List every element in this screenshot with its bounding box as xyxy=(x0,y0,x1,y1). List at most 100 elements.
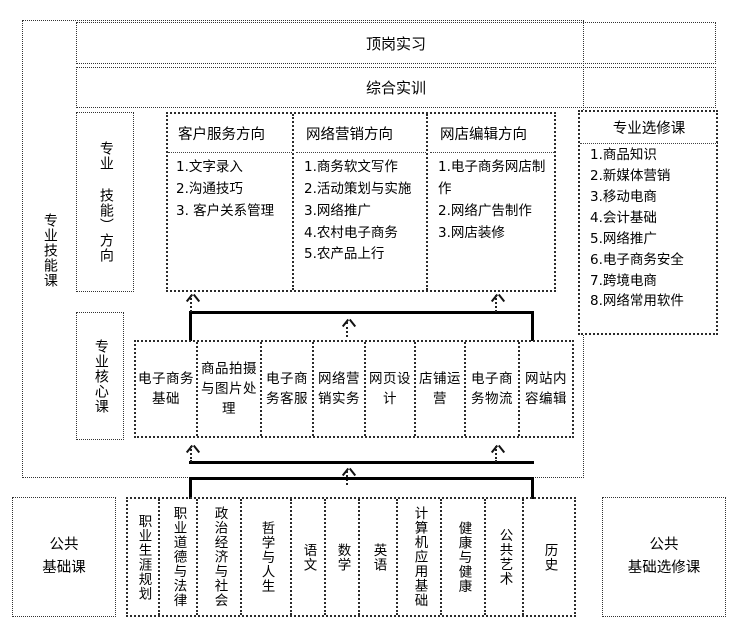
public-base-group-label: 公共 基础课 xyxy=(42,534,86,580)
direction-item: 2.网络广告制作 xyxy=(438,202,532,219)
connector-bracket-right xyxy=(531,477,534,501)
public-course-label: 计算机应用基础 xyxy=(411,506,428,608)
connector-bracket-left xyxy=(189,477,192,501)
core-course-box[interactable]: 电子商务基础 xyxy=(136,342,198,436)
core-course-label: 电子商务基础 xyxy=(138,370,194,407)
public-course-label: 哲学与人生 xyxy=(258,520,275,594)
public-course-label: 公共艺术 xyxy=(496,528,513,586)
public-courses-container xyxy=(126,497,576,617)
public-course-box[interactable]: 哲学与人生 xyxy=(242,499,292,615)
core-courses-container xyxy=(134,340,574,438)
public-elective-label-line1: 公共 xyxy=(649,536,679,553)
connector-stem xyxy=(190,446,192,462)
core-course-group-label-text: 专业核心课 xyxy=(92,338,109,414)
direction-item: 3.网店装修 xyxy=(438,224,505,241)
practice-box-top-internship[interactable]: 顶岗实习 xyxy=(76,22,716,64)
connector-bar-public-to-core xyxy=(189,461,534,464)
public-course-box[interactable]: 职业道德与法律 xyxy=(160,499,198,615)
public-course-box[interactable]: 计算机应用基础 xyxy=(398,499,442,615)
public-base-group-label-line2: 基础课 xyxy=(42,560,86,576)
core-course-box[interactable]: 电子商务客服 xyxy=(262,342,314,436)
connector-stem xyxy=(346,322,348,337)
direction-group-label-text: 专业 技能）方向 xyxy=(97,141,114,263)
public-elective-label: 公共 基础选修课 xyxy=(628,534,701,580)
direction-item: 1.商务软文写作 xyxy=(304,159,398,175)
elective-item: 7.跨境电商 xyxy=(590,272,657,289)
core-course-box[interactable]: 网络营销实务 xyxy=(314,342,366,436)
connector-stem xyxy=(495,295,497,312)
elective-item: 3.移动电商 xyxy=(590,188,657,205)
connector-bracket-bottom xyxy=(189,477,534,480)
directions-container xyxy=(166,112,556,292)
elective-items: 1.商品知识 2.新媒体营销 3.移动电商 4.会计基础 5.网络推广 6.电子… xyxy=(590,145,718,312)
connector-stem-left xyxy=(189,313,192,341)
public-course-box[interactable]: 历史 xyxy=(524,499,574,615)
direction-box-online-shop-editing[interactable]: 网店编辑方向 1.电子商务网店制作 2.网络广告制作 3.网店装修 xyxy=(430,114,554,290)
direction-item: 3.网络推广 xyxy=(304,202,371,219)
public-course-box[interactable]: 公共艺术 xyxy=(486,499,524,615)
core-course-box[interactable]: 网页设计 xyxy=(366,342,416,436)
public-course-box[interactable]: 数学 xyxy=(326,499,360,615)
direction-item: 2.沟通技巧 xyxy=(176,180,243,197)
public-course-label: 历史 xyxy=(541,542,558,572)
public-course-label: 数学 xyxy=(334,542,351,572)
public-course-box[interactable]: 职业生涯规划 xyxy=(128,499,160,615)
public-base-group-label-box: 公共 基础课 xyxy=(12,497,116,617)
core-course-box[interactable]: 网站内容编辑 xyxy=(520,342,572,436)
core-course-group-label-box: 专业核心课 xyxy=(76,312,124,440)
public-course-label: 职业生涯规划 xyxy=(135,513,152,601)
direction-items-customer-service: 1.文字录入 2.沟通技巧 3. 客户关系管理 xyxy=(168,153,292,223)
public-course-label: 健康与健康 xyxy=(455,520,472,594)
core-course-label: 电子商务物流 xyxy=(471,370,513,407)
public-course-label: 语文 xyxy=(300,542,317,572)
elective-item: 1.商品知识 xyxy=(590,147,657,163)
direction-box-customer-service[interactable]: 客户服务方向 1.文字录入 2.沟通技巧 3. 客户关系管理 xyxy=(168,114,294,290)
elective-header: 专业选修课 xyxy=(580,112,718,144)
elective-item: 6.电子商务安全 xyxy=(590,251,684,268)
public-elective-label-line2: 基础选修课 xyxy=(627,560,701,576)
public-base-group-label-line1: 公共 xyxy=(49,536,79,553)
core-course-label: 网络营销实务 xyxy=(318,370,360,407)
public-elective-box[interactable]: 公共 基础选修课 xyxy=(602,497,726,617)
direction-item: 3. 客户关系管理 xyxy=(176,202,275,219)
core-course-box[interactable]: 商品拍摄与图片处理 xyxy=(198,342,262,436)
connector-bar-core-to-directions xyxy=(189,311,534,314)
direction-item: 1.文字录入 xyxy=(176,159,243,175)
public-course-box[interactable]: 政治经济与社会 xyxy=(198,499,242,615)
public-course-box[interactable]: 英语 xyxy=(360,499,398,615)
public-course-box[interactable]: 语文 xyxy=(292,499,326,615)
core-course-label: 电子商务客服 xyxy=(266,370,308,407)
elective-item: 4.会计基础 xyxy=(590,209,657,226)
direction-item: 2.活动策划与实施 xyxy=(304,180,412,197)
direction-group-label-box: 专业 技能）方向 xyxy=(76,112,134,292)
public-course-label: 英语 xyxy=(370,542,387,572)
elective-item: 8.网络常用软件 xyxy=(590,293,684,310)
direction-header-online-shop-editing: 网店编辑方向 xyxy=(430,114,554,153)
public-course-label: 职业道德与法律 xyxy=(170,506,187,608)
practice-label-internship: 顶岗实习 xyxy=(365,34,426,53)
public-course-box[interactable]: 健康与健康 xyxy=(442,499,486,615)
practice-box-comprehensive-training[interactable]: 综合实训 xyxy=(76,67,716,108)
public-course-label: 政治经济与社会 xyxy=(211,506,228,608)
direction-item: 1.电子商务网店制作 xyxy=(438,159,546,197)
direction-header-network-marketing: 网络营销方向 xyxy=(296,114,426,153)
connector-stem xyxy=(190,295,192,312)
direction-items-network-marketing: 1.商务软文写作 2.活动策划与实施 3.网络推广 4.农村电子商务 5.农产品… xyxy=(296,153,426,266)
elective-item: 2.新媒体营销 xyxy=(590,167,671,184)
core-course-label: 店铺运营 xyxy=(419,370,461,407)
direction-box-network-marketing[interactable]: 网络营销方向 1.商务软文写作 2.活动策划与实施 3.网络推广 4.农村电子商… xyxy=(296,114,428,290)
core-course-label: 网站内容编辑 xyxy=(525,370,567,407)
elective-courses-box[interactable]: 专业选修课 1.商品知识 2.新媒体营销 3.移动电商 4.会计基础 5.网络推… xyxy=(578,110,718,335)
core-course-label: 网页设计 xyxy=(369,370,411,407)
connector-stem xyxy=(495,446,497,462)
skill-course-group-label-text: 专业技能课 xyxy=(41,212,58,288)
practice-label-comprehensive-training: 综合实训 xyxy=(365,79,426,97)
core-course-box[interactable]: 电子商务物流 xyxy=(466,342,520,436)
direction-item: 5.农产品上行 xyxy=(304,246,385,263)
elective-item: 5.网络推广 xyxy=(590,230,657,247)
direction-items-online-shop-editing: 1.电子商务网店制作 2.网络广告制作 3.网店装修 xyxy=(430,153,554,244)
core-course-box[interactable]: 店铺运营 xyxy=(416,342,466,436)
direction-item: 4.农村电子商务 xyxy=(304,224,398,241)
core-course-label: 商品拍摄与图片处理 xyxy=(201,360,257,418)
elective-header-text: 专业选修课 xyxy=(612,121,686,137)
